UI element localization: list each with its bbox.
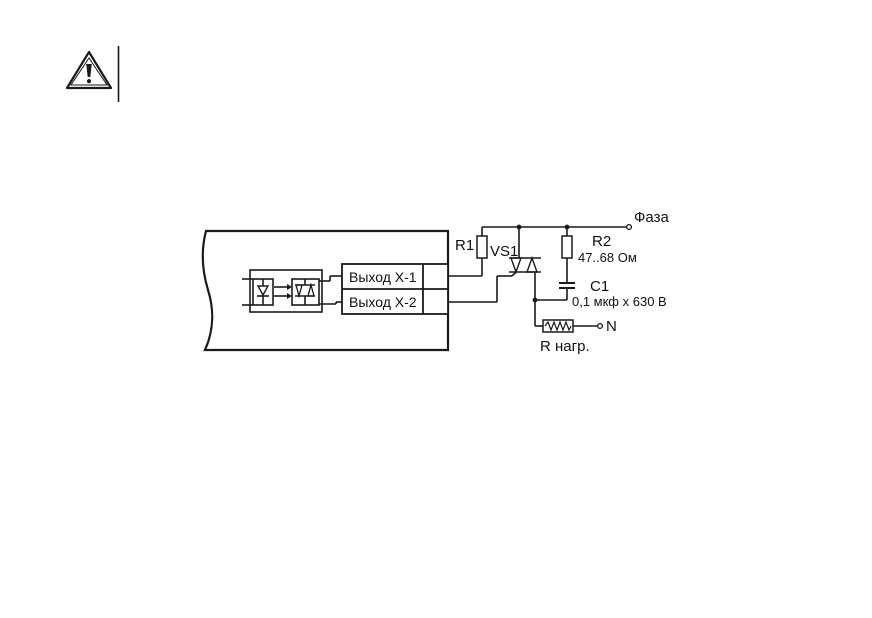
resistor-r1 <box>476 235 488 259</box>
output-x2-label: Выход Х-2 <box>349 294 417 310</box>
led-icon <box>256 279 270 305</box>
vs1-label: VS1 <box>490 243 518 260</box>
neutral-label: N <box>606 318 617 335</box>
triac-vs1-icon <box>509 255 541 277</box>
resistor-r2 <box>561 235 573 259</box>
warning-triangle-icon <box>65 50 113 90</box>
optocoupler-frame <box>249 269 323 313</box>
light-arrows-icon <box>274 284 292 299</box>
c1-value: 0,1 мкф х 630 В <box>572 294 667 309</box>
output-x1-label: Выход Х-1 <box>349 269 417 285</box>
phase-label: Фаза <box>634 209 669 226</box>
load-label: R нагр. <box>540 338 590 355</box>
circuit-diagram: Выход Х-1 Выход Х-2 Фаза <box>201 209 669 355</box>
phase-terminal <box>625 223 633 231</box>
c1-label: C1 <box>590 278 609 295</box>
r1-label: R1 <box>455 237 474 254</box>
r2-label: R2 <box>592 233 611 250</box>
device-body <box>201 229 450 352</box>
r2-value: 47..68 Ом <box>578 250 637 265</box>
opto-triac-icon <box>295 279 315 305</box>
capacitor-c1 <box>559 282 575 289</box>
neutral-terminal <box>596 322 604 330</box>
load-resistor-zigzag <box>544 320 572 332</box>
